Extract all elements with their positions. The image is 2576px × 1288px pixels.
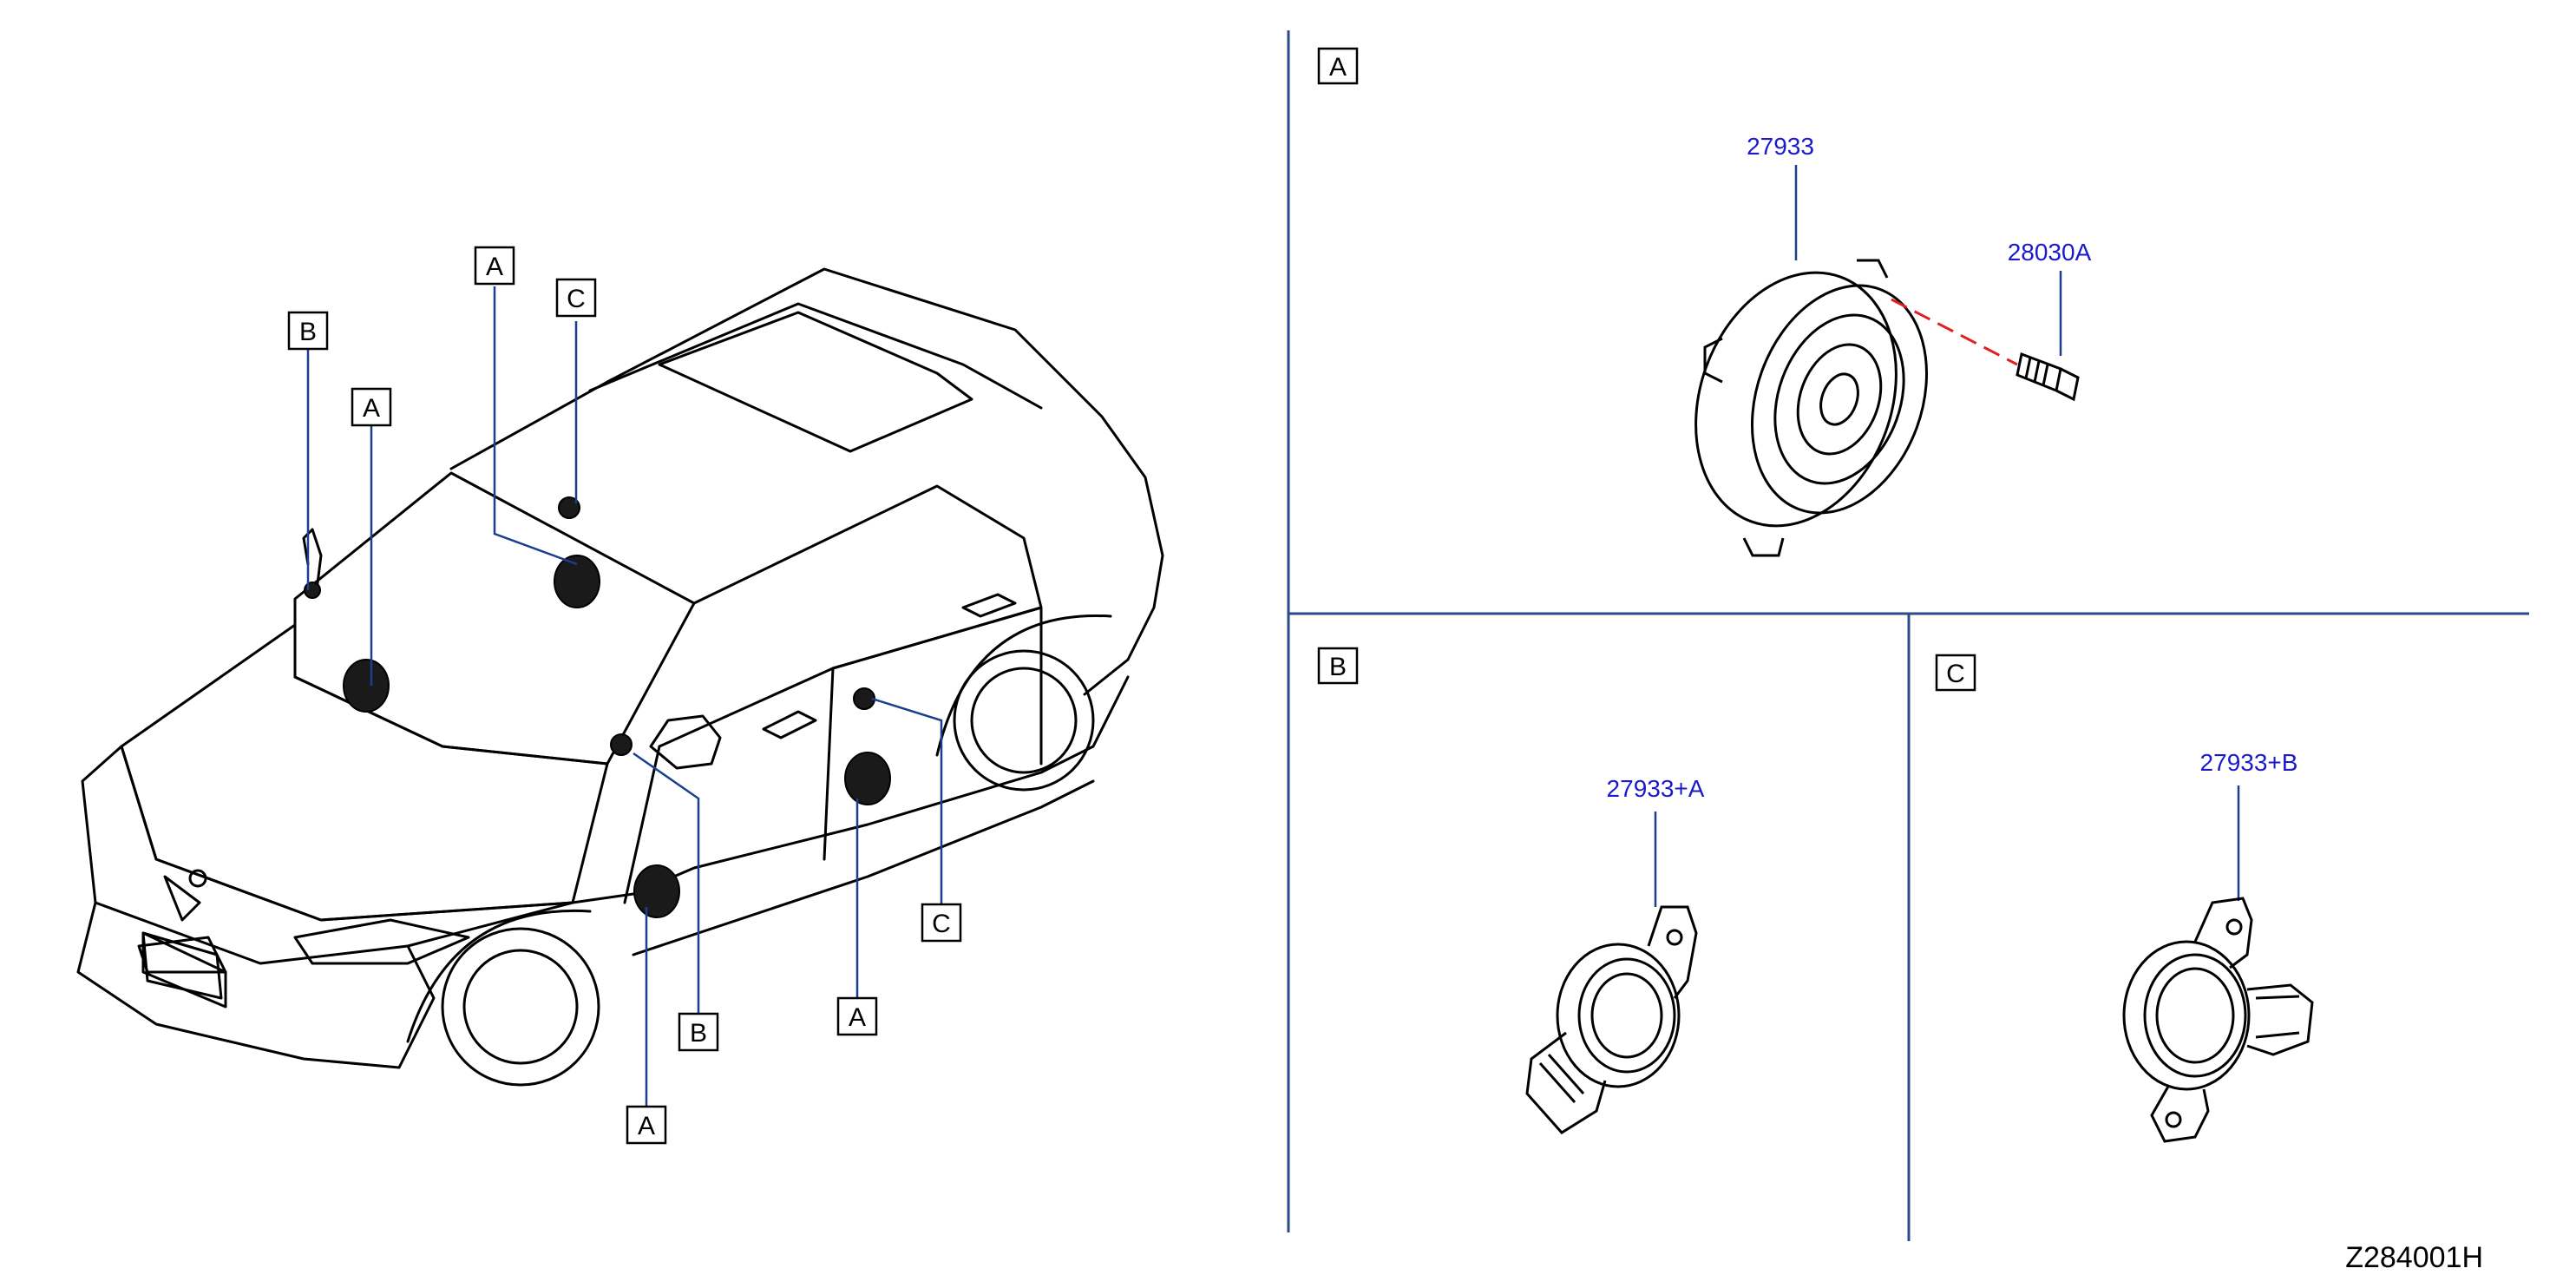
rear-door-woofer xyxy=(844,752,891,805)
callout-letter: B xyxy=(299,318,317,346)
panel-c: C 27933+B xyxy=(1935,654,2314,1143)
part-number: 27933 xyxy=(1747,133,1814,160)
part-number: 27933+A xyxy=(1607,775,1705,802)
callout-letter: A xyxy=(363,394,380,423)
dash-speaker-left xyxy=(343,659,390,713)
tweeter-27933-b xyxy=(2122,897,2314,1143)
callout-box xyxy=(287,311,329,351)
callout-letter: A xyxy=(849,1003,866,1032)
left-mirror-tweeter xyxy=(304,582,321,599)
front-door-tweeter xyxy=(610,733,633,756)
panel-label: A xyxy=(1329,53,1347,82)
callout-letter: A xyxy=(638,1112,655,1140)
callout-box xyxy=(351,387,392,427)
callout-letter: B xyxy=(690,1019,707,1048)
callout-box xyxy=(555,278,597,318)
front-door-woofer xyxy=(633,864,680,918)
panel-label: C xyxy=(1946,660,1965,688)
panel-a: A 27933 28030A xyxy=(1317,47,2092,557)
part-number: 28030A xyxy=(2008,239,2092,266)
panel-label: B xyxy=(1329,653,1347,681)
roof-center-tweeter xyxy=(558,496,580,519)
speaker-27933 xyxy=(1694,259,1929,557)
car-leader-lines xyxy=(306,286,943,1107)
diagram-code: Z284001H xyxy=(2345,1241,2483,1274)
panel-dividers xyxy=(1287,30,2529,1241)
callout-box xyxy=(626,1105,667,1145)
callout-box xyxy=(474,246,515,286)
panel-label-box xyxy=(1317,647,1359,685)
tweeter-27933-a xyxy=(1525,905,1698,1134)
bolt-28030A xyxy=(2016,352,2080,402)
panel-label-box xyxy=(1317,47,1359,85)
rear-door-tweeter xyxy=(853,687,875,710)
callout-letter: C xyxy=(932,910,951,938)
panel-b: B 27933+A xyxy=(1317,647,1705,1134)
car-illustration xyxy=(76,267,1164,1087)
callout-letter: A xyxy=(486,253,503,281)
callout-box xyxy=(678,1012,719,1052)
panel-label-box xyxy=(1935,654,1976,692)
callout-box xyxy=(836,996,878,1036)
car-callouts xyxy=(287,246,962,1145)
dash-speaker-center xyxy=(554,555,600,608)
part-number: 27933+B xyxy=(2200,749,2298,776)
fastener-guide-line xyxy=(1891,298,2018,366)
car-speakers xyxy=(304,496,891,918)
callout-box xyxy=(921,903,962,943)
callout-letter: C xyxy=(567,285,586,313)
